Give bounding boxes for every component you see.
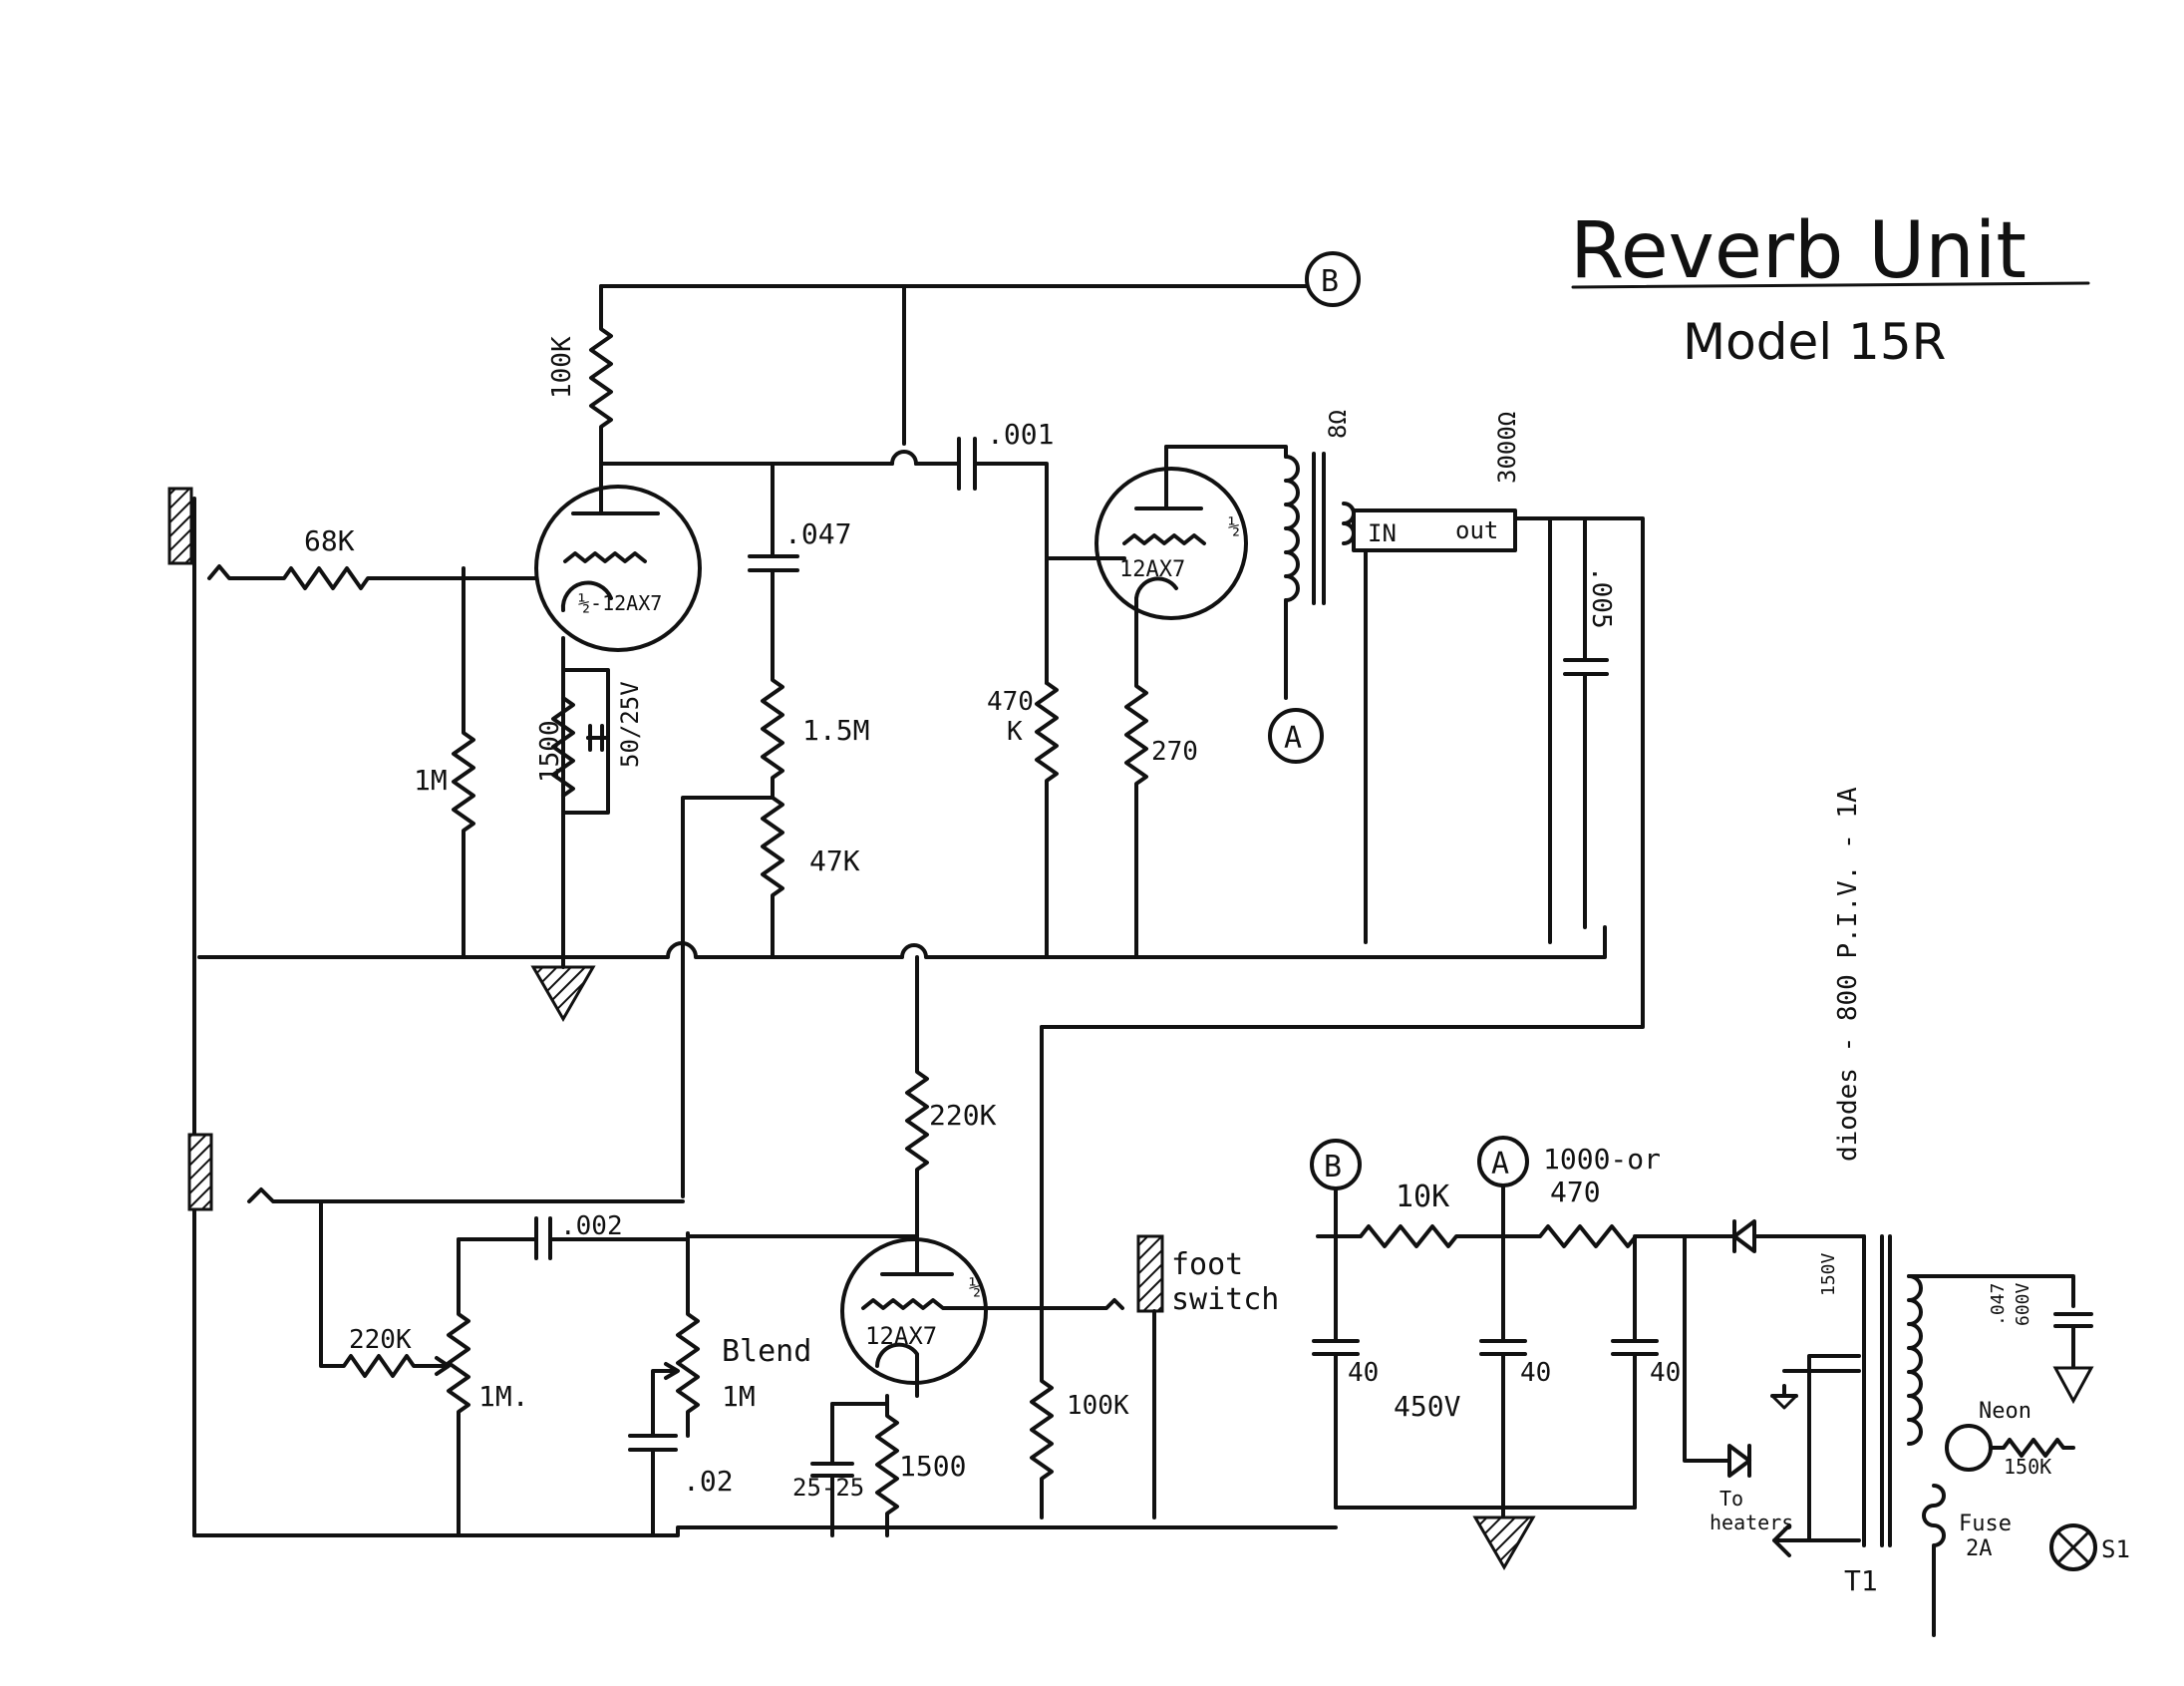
r-1500-v3-label: 1500 bbox=[899, 1450, 966, 1483]
c-001-label: .001 bbox=[987, 418, 1054, 451]
tank-in-label: IN bbox=[1368, 519, 1397, 547]
r-1500-cathode-label: 1500 bbox=[535, 720, 565, 783]
r-220k-plate-label: 220K bbox=[929, 1099, 997, 1132]
c-047v-label: .047 bbox=[1988, 1283, 2009, 1326]
t1-label: T1 bbox=[1844, 1564, 1878, 1597]
c-40c-label: 40 bbox=[1650, 1358, 1681, 1388]
r-10k-label: 10K bbox=[1396, 1180, 1449, 1214]
r-1m-grid-label: 1M bbox=[414, 764, 448, 797]
ground-symbol-2 bbox=[1472, 1516, 1536, 1570]
v2-driver-stage: .001 470 K 12AX7 ½ 270 A 8Ω bbox=[914, 410, 1356, 944]
fuse-label-1: Fuse bbox=[1959, 1512, 2012, 1536]
v-450-label: 450V bbox=[1394, 1390, 1461, 1423]
blend-value-label: 1M bbox=[722, 1380, 756, 1413]
v3-recovery-stage: 220K 12AX7 ½ .002 1M. 220K Blend 1M .02 … bbox=[192, 955, 1338, 1537]
foot-switch-label-1: foot bbox=[1171, 1247, 1243, 1282]
c-005-label: .005 bbox=[1586, 566, 1616, 629]
power-supply: B A 10K 1000-or 470 40 40 40 450V diodes… bbox=[1310, 787, 2130, 1637]
r-100k-plate-label: 100K bbox=[547, 336, 577, 399]
power-switch-s1[interactable] bbox=[2049, 1523, 2097, 1571]
tank-box bbox=[1352, 508, 1517, 552]
tank-out-label: out bbox=[1455, 516, 1498, 544]
fuse-label-2: 2A bbox=[1966, 1536, 1993, 1561]
diodes-label: diodes - 800 P.I.V. - 1A bbox=[1833, 787, 1863, 1162]
r-1000-label: 1000-or bbox=[1543, 1143, 1661, 1176]
schematic-title: Reverb Unit bbox=[1570, 206, 2027, 296]
c-40b-label: 40 bbox=[1520, 1358, 1551, 1388]
c-600v-label: 600V bbox=[2013, 1282, 2033, 1326]
neon-lamp bbox=[1945, 1424, 1993, 1472]
r-1-5m-label: 1.5M bbox=[802, 714, 869, 747]
node-b-bottom-label: B bbox=[1324, 1150, 1342, 1184]
r-220k-in-label: 220K bbox=[349, 1325, 412, 1355]
node-a-top-label: A bbox=[1284, 721, 1302, 756]
blend-label[interactable]: Blend bbox=[722, 1334, 811, 1369]
coupling-network: .047 1.5M 47K bbox=[681, 462, 869, 1198]
model-number: Model 15R bbox=[1683, 313, 1946, 371]
r-68k-label: 68K bbox=[304, 524, 355, 557]
v-150-label: 150V bbox=[1818, 1252, 1839, 1296]
node-b-top-label: B bbox=[1321, 264, 1339, 299]
r-1m-in-label: 1M. bbox=[478, 1380, 529, 1413]
xfmr-8ohm-label: 8Ω bbox=[1324, 410, 1352, 439]
top-b-plus-rail: B bbox=[599, 251, 1361, 446]
ground-bus bbox=[167, 487, 1607, 1537]
ground-symbol-3 bbox=[2052, 1366, 2094, 1405]
r-470k-label-a: 470 bbox=[987, 687, 1034, 717]
c-047-label: .047 bbox=[784, 517, 851, 550]
foot-switch-jack[interactable] bbox=[1136, 1234, 1164, 1313]
r-150k-label: 150K bbox=[2004, 1455, 2051, 1479]
c-40a-label: 40 bbox=[1348, 1358, 1379, 1388]
tube-v1-label: ½-12AX7 bbox=[578, 591, 662, 615]
title-block: Reverb Unit Model 15R bbox=[1570, 206, 2090, 371]
neon-label: Neon bbox=[1979, 1399, 2031, 1424]
tube-v2 bbox=[1094, 467, 1248, 620]
reverb-tank: IN out 3000Ω .005 bbox=[1040, 412, 1645, 1029]
tube-v2-half-label: ½ bbox=[1228, 514, 1240, 538]
c-02-label: .02 bbox=[683, 1465, 734, 1498]
r-47k-label: 47K bbox=[809, 844, 860, 877]
v1-input-stage: 100K ½-12AX7 68K 1M 1500 50/25V bbox=[207, 284, 959, 1023]
tube-v3 bbox=[840, 1237, 988, 1385]
foot-switch-label-2: switch bbox=[1171, 1282, 1279, 1317]
tube-v1 bbox=[534, 485, 702, 652]
r-100k-v3-label: 100K bbox=[1067, 1391, 1129, 1421]
c-25-label: 25-25 bbox=[792, 1474, 864, 1502]
c-002-label: .002 bbox=[560, 1211, 623, 1241]
node-a-top bbox=[1268, 708, 1324, 764]
s1-label: S1 bbox=[2101, 1535, 2130, 1563]
r-470-label: 470 bbox=[1550, 1176, 1601, 1208]
node-b-top bbox=[1305, 251, 1361, 307]
node-a-bottom-label: A bbox=[1491, 1147, 1509, 1181]
input-jack-2[interactable] bbox=[187, 1133, 213, 1211]
to-heaters-label-1: To bbox=[1719, 1487, 1743, 1511]
ground-symbol-1 bbox=[530, 965, 596, 1023]
r-270-label: 270 bbox=[1151, 737, 1198, 767]
input-jack-1[interactable] bbox=[167, 487, 193, 565]
c-cathode-label: 50/25V bbox=[616, 681, 644, 768]
r-470k-label-b: K bbox=[1007, 717, 1023, 747]
tube-v3-half-label: ½ bbox=[969, 1275, 981, 1299]
to-heaters-label-2: heaters bbox=[1710, 1511, 1793, 1534]
tank-3000-label: 3000Ω bbox=[1493, 412, 1521, 484]
